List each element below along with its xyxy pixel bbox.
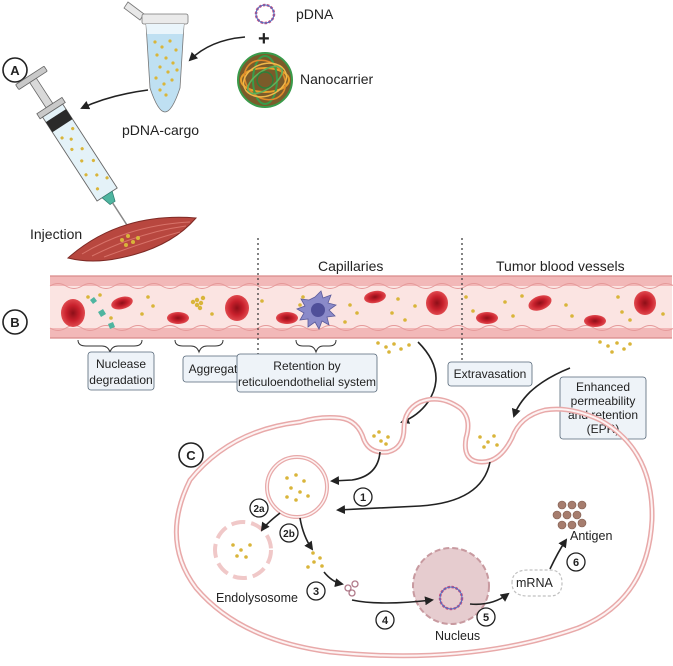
- step-3-badge: [306, 581, 326, 601]
- arrow-step-2a: [260, 512, 281, 532]
- blood-vessel: [49, 275, 673, 354]
- mix-arrow: [188, 36, 246, 62]
- nanocarrier-icon: [237, 52, 293, 108]
- step-6-label: 6: [573, 557, 579, 569]
- extravasation-text: Extravasation: [454, 367, 527, 381]
- res-text-2: reticuloendothelial system: [238, 375, 376, 389]
- nuclease-text-1: Nuclease: [96, 357, 146, 371]
- macrophage-icon: [296, 290, 337, 330]
- pdna-label: pDNA: [296, 6, 334, 22]
- panel-a: pDNA + Nanocarrier: [2, 1, 373, 262]
- pdna-icon: [254, 3, 276, 25]
- step-1-badge: [353, 487, 373, 507]
- extravasation-box: [447, 361, 533, 387]
- panel-b-badge: [2, 309, 28, 335]
- res-brace: [295, 339, 337, 354]
- step-2a-badge: [249, 498, 269, 518]
- step-4-badge: [375, 610, 395, 630]
- res-text-1: Retention by: [273, 359, 340, 373]
- tube-icon: [123, 1, 189, 113]
- panel-c: C Endolysosome: [173, 396, 655, 659]
- step-6-badge: [566, 552, 586, 572]
- mrna-icon: [511, 569, 563, 597]
- free-pdna-icon: [344, 580, 359, 597]
- muscle-icon: [66, 216, 198, 262]
- nuclease-box: [87, 351, 155, 391]
- epr-text-1: Enhanced: [576, 380, 630, 394]
- panel-a-label: A: [10, 63, 20, 78]
- arrow-step-1b: [336, 461, 491, 515]
- step-4-label: 4: [382, 615, 389, 627]
- nucleus-label: Nucleus: [435, 629, 480, 643]
- antigen-icon: [552, 500, 587, 530]
- epr-text-3: and retention: [568, 408, 638, 422]
- antigen-label: Antigen: [570, 529, 612, 543]
- endolysosome-label: Endolysosome: [216, 591, 298, 605]
- nuclease-icon: [90, 297, 115, 329]
- panel-b-label: B: [10, 315, 19, 330]
- endosome: [265, 455, 329, 519]
- step-2a-label: 2a: [253, 504, 265, 515]
- invagination-nanoparticles: [372, 430, 499, 449]
- epr-text-2: permeability: [571, 394, 636, 408]
- step-3-label: 3: [313, 586, 319, 598]
- endolysosome: [213, 520, 273, 580]
- arrow-step-6: [549, 538, 568, 570]
- vessel-nanoparticles: [86, 293, 665, 324]
- panel-b: B: [2, 238, 673, 440]
- tumor-vessels-label: Tumor blood vessels: [496, 258, 625, 274]
- arrow-step-1a: [330, 451, 381, 486]
- leaked-nanoparticles: [376, 340, 632, 354]
- aggregate-icon: [190, 295, 206, 311]
- aggregation-brace: [174, 339, 224, 354]
- step-5-label: 5: [483, 612, 489, 624]
- arrow-step-4: [351, 596, 434, 606]
- cargo-label: pDNA-cargo: [122, 122, 199, 138]
- panel-a-badge: [2, 57, 28, 83]
- red-blood-cells: [61, 290, 656, 327]
- capillaries-label: Capillaries: [318, 258, 383, 274]
- arrow-step-3: [323, 571, 344, 588]
- step-2b-label: 2b: [283, 529, 295, 540]
- nanocarrier-label: Nanocarrier: [300, 71, 373, 87]
- injection-label: Injection: [30, 226, 82, 242]
- arrow-step-5: [469, 592, 510, 606]
- panel-c-label: C: [186, 448, 196, 463]
- load-arrow: [80, 89, 149, 110]
- plus-sign: +: [258, 28, 270, 50]
- nuclease-brace: [77, 339, 143, 354]
- released-nanoparticles: [306, 551, 324, 569]
- step-5-badge: [476, 607, 496, 627]
- mrna-label: mRNA: [516, 576, 553, 590]
- arrow-step-2b: [299, 517, 314, 551]
- step-2b-badge: [279, 523, 299, 543]
- epr-uptake-arrow: [511, 367, 571, 418]
- step-1-label: 1: [360, 492, 366, 504]
- res-box: [236, 353, 378, 393]
- panel-c-badge: [178, 442, 204, 468]
- nuclease-text-2: degradation: [89, 373, 152, 387]
